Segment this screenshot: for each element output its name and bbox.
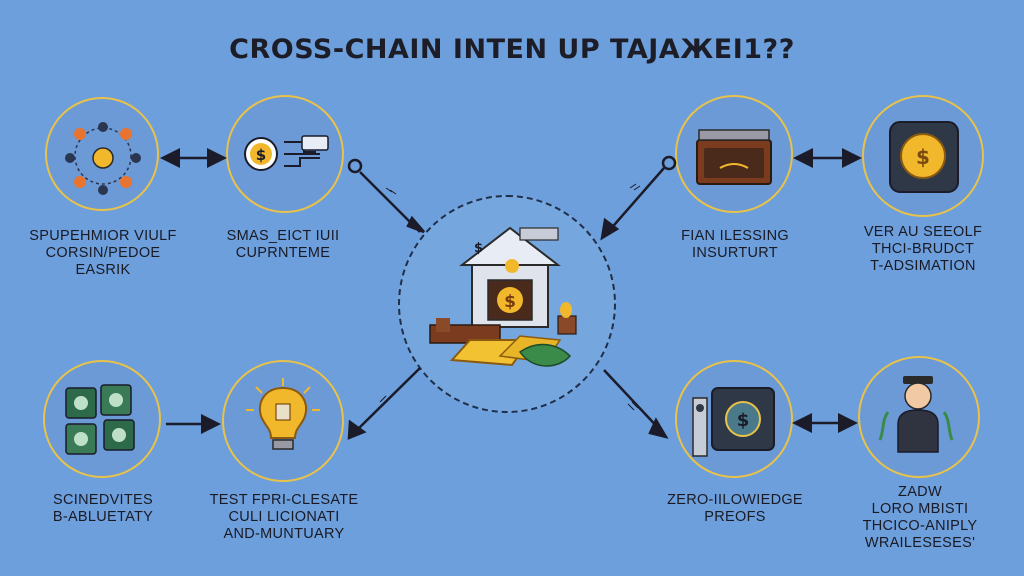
node-circle-tokens: [43, 360, 161, 478]
svg-text:$: $: [474, 241, 483, 256]
label-line: SCINEDVITES: [53, 492, 153, 508]
svg-text:$: $: [737, 410, 750, 431]
label-line: LORO MBISTI: [871, 501, 969, 517]
label-line: WRAILESESES': [864, 535, 976, 551]
diagram-title: CROSS-CHAIN INTEN UP TAJAЖEI1??: [229, 34, 795, 65]
network-coins-icon: [65, 122, 141, 195]
label-line: SMAS_EICT IUII: [226, 228, 340, 244]
vault-chest-icon: [696, 129, 772, 185]
svg-text:$: $: [916, 145, 930, 169]
token-cards-icon: [65, 384, 135, 455]
lightbulb-icon: [246, 378, 320, 450]
link-tick-marks: [379, 183, 641, 411]
node-label-bl1: SCINEDVITES B-ABLUETATY: [10, 492, 196, 526]
safe-coin-icon: $: [692, 387, 775, 457]
svg-text:$: $: [256, 146, 266, 164]
node-label-tr1: FIAN ILESSING INSURTURT: [642, 228, 828, 262]
label-line: VER AU SEEOLF: [863, 224, 983, 240]
node-label-br2: ZADW LORO MBISTI THCICO-ANIPLY WRAILESES…: [822, 484, 1018, 552]
label-line: THCI-BRUDCT: [871, 241, 975, 257]
dollar-coin-icon: $: [244, 135, 329, 171]
label-line: T-ADSIMATION: [870, 258, 976, 274]
label-line: SPUPEHMIOR VIULF: [29, 228, 177, 244]
label-line: CORSIN/PEDOE: [45, 245, 161, 261]
label-line: AND-MUNTUARY: [223, 526, 345, 542]
label-line: CULI LICIONATI: [228, 509, 340, 525]
label-line: PREOFS: [704, 509, 766, 525]
label-line: THCICO-ANIPLY: [862, 518, 978, 534]
label-line: ZADW: [898, 484, 942, 500]
node-label-br1: ZERO-IILOWIEDGE PREOFS: [638, 492, 832, 526]
label-line: B-ABLUETATY: [52, 509, 154, 525]
svg-text:$: $: [504, 292, 516, 312]
link-hub-bottom-right: [603, 369, 669, 439]
wallet-coin-icon: $: [889, 121, 959, 193]
link-hub-top-left: [347, 158, 425, 234]
bank-house-icon: $ $: [459, 226, 561, 328]
label-line: ZERO-IILOWIEDGE: [667, 492, 803, 508]
person-icon: [878, 376, 954, 453]
label-line: CUPRNTEME: [235, 245, 331, 261]
label-line: EASRIK: [75, 262, 131, 278]
link-hub-top-right: [600, 155, 677, 241]
node-label-tl1: SPUPEHMIOR VIULF CORSIN/PEDOE EASRIK: [10, 228, 196, 279]
money-pile-icon: [429, 302, 577, 367]
node-label-bl2: TEST FPRI-CLESATE CULI LICIONATI AND-MUN…: [184, 492, 384, 543]
label-line: INSURTURT: [692, 245, 778, 261]
node-label-tl2: SMAS_EICT IUII CUPRNTEME: [190, 228, 376, 262]
label-line: TEST FPRI-CLESATE: [209, 492, 359, 508]
node-label-tr2: VER AU SEEOLF THCI-BRUDCT T-ADSIMATION: [826, 224, 1020, 275]
label-line: FIAN ILESSING: [681, 228, 789, 244]
